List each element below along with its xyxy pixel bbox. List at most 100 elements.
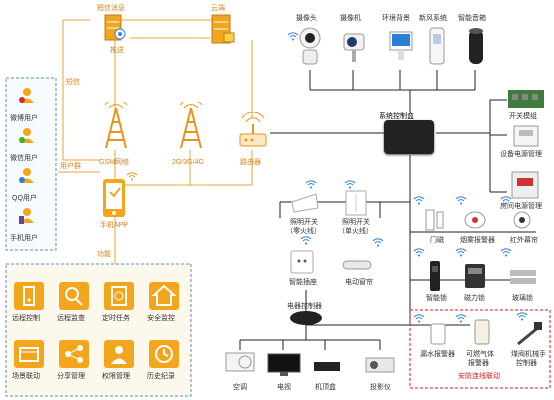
- share-manage-feature[interactable]: [59, 340, 89, 368]
- wifi-icon: [372, 238, 384, 247]
- device-label-environment: 环境背景: [382, 15, 410, 22]
- set-top-box-icon[interactable]: [312, 358, 342, 374]
- room-power-label: 房间电源管理: [500, 203, 542, 210]
- gas-alarm-sub: 报警器: [468, 360, 489, 367]
- environment-display-icon[interactable]: [388, 28, 414, 64]
- cloud-label: 云端: [211, 5, 225, 12]
- user-label-weibo: 微博用户: [10, 115, 38, 122]
- router-icon: [237, 111, 269, 152]
- video-camera-icon[interactable]: [340, 30, 368, 64]
- glass-lock-icon[interactable]: [508, 266, 538, 288]
- wifi-icon: [300, 236, 312, 245]
- wifi-icon: [344, 180, 356, 189]
- light-switch-single-sub: （单火线）: [338, 228, 373, 235]
- remote-inspect-feature[interactable]: [59, 282, 89, 310]
- magnetic-lock-icon[interactable]: [462, 262, 488, 290]
- phone-app-label: 手机APP: [100, 222, 129, 229]
- glass-lock-label: 玻璃锁: [512, 295, 533, 302]
- feature-label-7: 历史纪录: [147, 373, 175, 380]
- gsm-tower-icon: [100, 99, 132, 150]
- smart-lock-icon[interactable]: [428, 260, 442, 292]
- cloud-server-icon: [208, 14, 236, 44]
- wifi-icon: [126, 172, 138, 181]
- wifi-icon: [455, 314, 467, 323]
- user-label-wechat: 微信用户: [10, 155, 38, 162]
- device-power-label: 设备电源管理: [500, 151, 542, 158]
- projector-icon[interactable]: [364, 352, 396, 376]
- feature-label-6: 权限管理: [102, 373, 130, 380]
- phone-app-icon[interactable]: [102, 178, 126, 218]
- camera-icon[interactable]: [298, 26, 322, 66]
- wifi-icon: [500, 248, 512, 257]
- appliance-label-stb: 机顶盒: [315, 384, 336, 391]
- fresh-air-icon[interactable]: [428, 26, 446, 66]
- feature-label-0: 远程控制: [12, 315, 40, 322]
- light-switch-neutral-icon[interactable]: [290, 190, 320, 214]
- history-record-feature[interactable]: [149, 340, 179, 368]
- wifi-icon: [413, 248, 425, 257]
- permission-manage-feature[interactable]: [104, 340, 134, 368]
- light-switch-neutral-sub: （零火线）: [286, 228, 321, 235]
- light-switch-single-label: 照明开关: [342, 219, 370, 226]
- wechat-user-icon: [19, 128, 34, 143]
- feature-label-2: 定时任务: [102, 315, 130, 322]
- device-label-smart-speaker: 智能音箱: [458, 15, 486, 22]
- ir-controller-icon[interactable]: [288, 310, 324, 326]
- smart-socket-icon[interactable]: [290, 250, 314, 274]
- wifi-icon: [455, 196, 467, 205]
- appliance-label-projector: 投影仪: [370, 384, 391, 391]
- user-group-label: 用户群: [60, 163, 81, 170]
- system-control-box-label: 系统控制盒: [379, 113, 414, 120]
- weibo-user-icon: [19, 88, 34, 103]
- remote-control-feature[interactable]: [14, 282, 44, 310]
- user-label-qq: QQ用户: [12, 195, 37, 202]
- device-label-video-camera: 摄像机: [340, 15, 361, 22]
- system-control-box[interactable]: [384, 120, 434, 154]
- mobile-network-label: 2G/3G/4G: [172, 159, 204, 166]
- water-leak-alarm-icon[interactable]: [428, 322, 448, 346]
- smoke-alarm-label: 烟雾报警器: [460, 237, 495, 244]
- wifi-icon: [455, 248, 467, 257]
- gsm-network-label: GSM网络: [99, 159, 129, 166]
- curtain-label: 电动窗帘: [345, 279, 373, 286]
- water-leak-label: 漏水报警器: [420, 351, 455, 358]
- gas-alarm-label: 可燃气体: [466, 351, 494, 358]
- router-label: 路由器: [240, 159, 261, 166]
- feature-label-3: 安全监控: [147, 315, 175, 322]
- air-conditioner-icon[interactable]: [224, 350, 256, 374]
- feature-label-4: 场景联动: [12, 373, 40, 380]
- scheduled-task-feature[interactable]: [104, 282, 134, 310]
- wifi-icon: [500, 196, 512, 205]
- device-power-icon[interactable]: [512, 124, 540, 148]
- appliance-label-tv: 电视: [277, 384, 291, 391]
- gas-valve-controller-icon[interactable]: [514, 320, 544, 348]
- device-label-camera: 摄像头: [296, 15, 317, 22]
- ir-controller-label: 电器控制器: [287, 303, 322, 310]
- light-switch-single-icon[interactable]: [345, 190, 367, 216]
- mobile-user-icon: [19, 208, 34, 224]
- wifi-icon: [516, 312, 528, 321]
- feature-label-5: 分享管理: [57, 373, 85, 380]
- smart-lock-label: 智能锁: [426, 295, 447, 302]
- sms-server-icon: [104, 14, 126, 42]
- smoke-alarm-icon[interactable]: [463, 210, 487, 230]
- switch-module-icon[interactable]: [507, 88, 545, 110]
- tv-icon[interactable]: [266, 352, 302, 378]
- door-sensor-icon[interactable]: [424, 208, 448, 232]
- function-label: 功能: [97, 251, 111, 258]
- room-power-icon[interactable]: [510, 170, 540, 200]
- security-monitor-feature[interactable]: [149, 282, 179, 310]
- smart-socket-label: 智能插座: [289, 279, 317, 286]
- push-label: 推送: [110, 47, 124, 54]
- wifi-icon: [305, 180, 317, 189]
- scene-linkage-feature[interactable]: [14, 340, 44, 368]
- smart-speaker-icon[interactable]: [467, 26, 485, 66]
- gas-valve-sub: 控制器: [516, 360, 537, 367]
- gas-valve-label: 煤阀机械手: [511, 351, 546, 358]
- ir-curtain-icon[interactable]: [512, 208, 532, 232]
- sms-label: 短信: [66, 79, 80, 86]
- gas-alarm-icon[interactable]: [472, 318, 492, 346]
- curtain-motor-icon[interactable]: [342, 258, 372, 270]
- wifi-icon: [287, 32, 299, 41]
- mobile-tower-icon: [175, 99, 207, 150]
